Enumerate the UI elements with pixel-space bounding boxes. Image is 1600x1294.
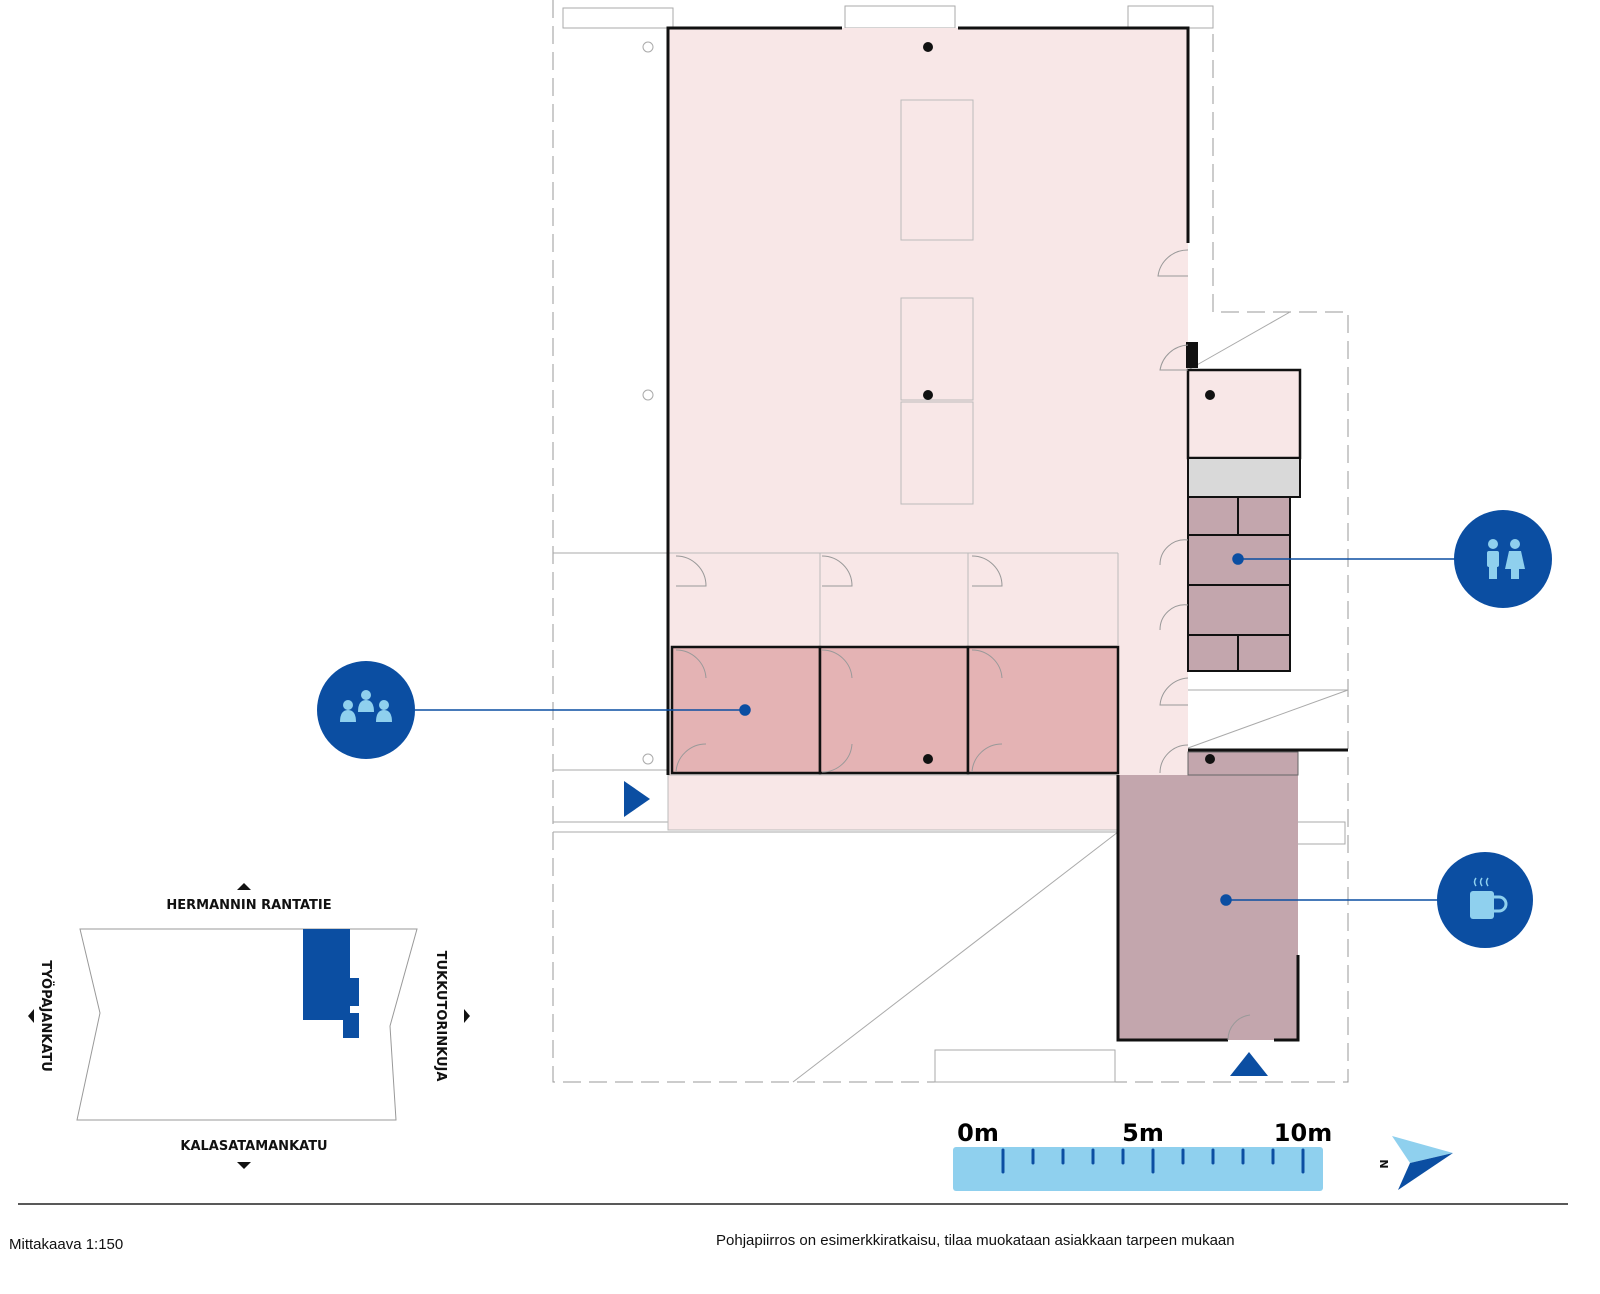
meeting-people-icon [340,690,392,722]
kitchen-counter [1187,751,1299,776]
street-north: HERMANNIN RANTATIE [166,898,331,913]
street-east: TUKKUTORINKUJA [433,951,448,1082]
scale-label-10: 10m [1274,1119,1332,1147]
cafe-marker[interactable] [1437,852,1533,948]
scale-label-0: 0m [957,1119,999,1147]
site-outline [552,0,1349,1083]
columns [923,42,1215,764]
callouts [415,553,1455,906]
restroom-icon [1487,539,1525,579]
building-footprint [303,929,359,1038]
disclaimer-note: Pohjapiirros on esimerkkiratkaisu, tilaa… [716,1232,1235,1249]
doors [675,249,1251,1041]
entrance-corridor [667,774,1119,831]
north-arrow: N [1377,1136,1453,1190]
restrooms [1187,496,1291,672]
meeting-room-3 [966,645,1120,775]
scale-label-5: 5m [1122,1119,1164,1147]
north-label: N [1377,1159,1390,1168]
storage-room [1187,457,1301,498]
meeting-marker[interactable] [317,661,415,759]
small-room [1186,368,1302,460]
hall-furniture [668,99,1119,645]
restroom-marker[interactable] [1454,510,1552,608]
meeting-room-2 [818,645,970,775]
coffee-cup-icon [1470,877,1508,919]
street-south: KALASATAMANKATU [180,1139,327,1154]
entrance-arrow-south [1230,1052,1268,1076]
scale-bar: 0m 5m 10m [953,1119,1332,1191]
walls [666,26,1348,1042]
cafe-kitchen [1118,775,1298,1040]
entrance-arrow-west [624,781,650,817]
scale-text: Mittakaava 1:150 [9,1236,124,1253]
street-west: TYÖPAJANKATU [38,960,54,1072]
site-map: HERMANNIN RANTATIE KALASATAMANKATU TYÖPA… [28,883,470,1169]
